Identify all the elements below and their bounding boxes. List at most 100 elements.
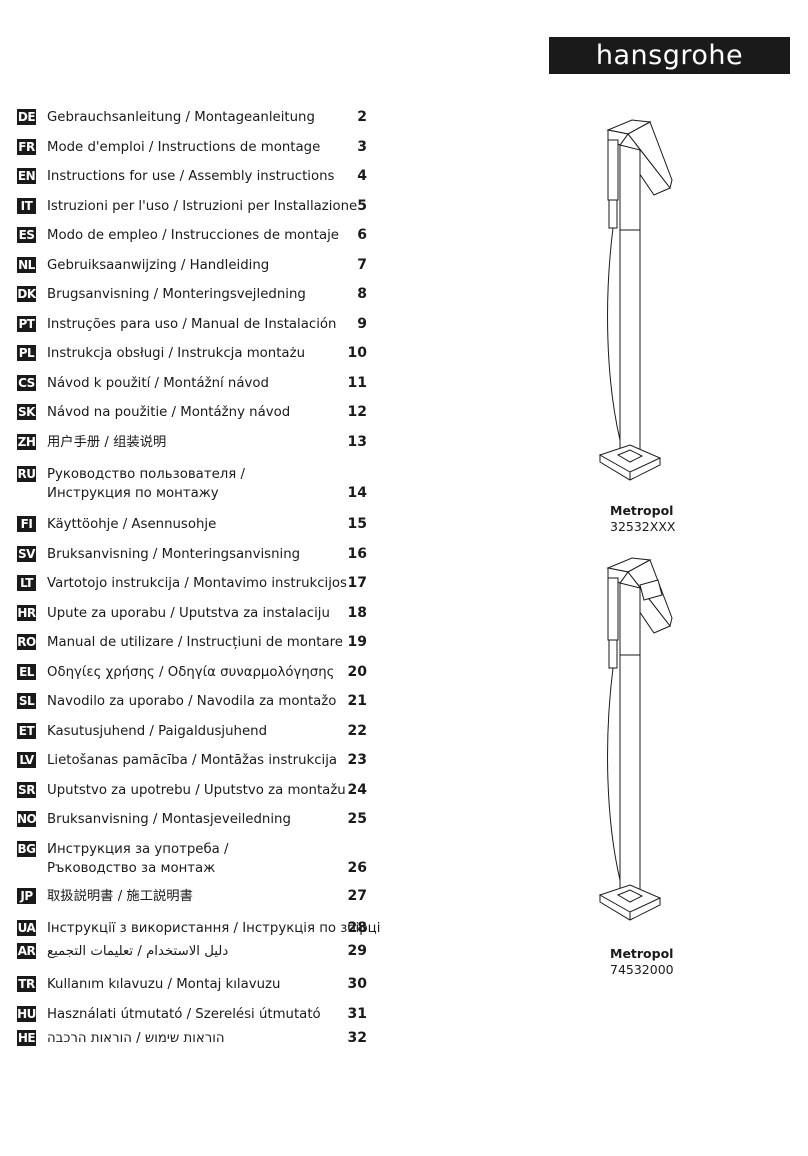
toc-title: Bruksanvisning / Montasjeveiledning [47,812,291,827]
language-code: TR [17,976,36,992]
toc-title: Руководство пользователя / Инструкция по… [47,465,337,503]
product-label: Metropol 32532XXX [610,503,675,535]
page-number: 23 [347,752,367,768]
toc-title-line1: Инструкция за употреба / [47,841,229,857]
page-number: 12 [347,404,367,420]
language-code: NL [17,256,36,273]
toc-title: Lietošanas pamācība / Montāžas instrukci… [47,753,338,768]
language-code: ZH [17,433,36,450]
toc-title: 用户手册 / 组装说明 [47,434,167,450]
language-code: DE [17,109,36,125]
page-number: 27 [347,888,367,904]
page-number: 25 [347,811,367,827]
language-code: SV [17,545,36,562]
page-number: 11 [347,374,367,391]
page-number: 14 [347,485,367,501]
page-number: 6 [357,227,367,243]
language-code: SK [17,404,36,420]
page-number: 24 [347,781,367,798]
page-number: 28 [347,920,367,936]
language-code: CS [17,374,36,391]
language-code: IT [17,197,36,214]
page-number: 29 [347,943,367,959]
toc-title: Návod k použití / Montážní návod [47,375,269,391]
page-number: 9 [357,315,367,332]
faucet-illustration [598,119,673,481]
language-code: PT [17,315,36,332]
page-number: 7 [357,256,367,273]
page-number: 18 [347,604,367,621]
language-code: PL [17,345,36,361]
page-number: 21 [347,693,367,709]
page-number: 32 [347,1030,367,1046]
language-code: UA [17,920,36,936]
product-name: Metropol [610,946,674,961]
page-number: 15 [347,516,367,532]
product-number: 74532000 [610,962,674,977]
page-number: 19 [347,634,367,650]
language-code: LV [17,752,36,768]
page-number: 10 [347,345,367,361]
toc-title-line2: Ръководство за монтаж [47,860,216,876]
page-number: 4 [357,168,367,184]
language-code: RO [17,634,36,650]
language-code: FR [17,138,36,155]
toc-title: Vartotojo instrukcija / Montavimo instru… [47,576,347,591]
language-code: HR [17,604,36,621]
toc-title: Instructions for use / Assembly instruct… [47,169,335,184]
page-number: 31 [347,1005,367,1022]
product-number: 32532XXX [610,519,676,534]
toc-title-line1: Руководство пользователя / [47,467,245,482]
language-code: AR [17,943,36,959]
page-number: 30 [347,976,367,992]
toc-title: Instrukcja obsługi / Instrukcja montażu [47,346,305,361]
language-code: EL [17,663,36,680]
faucet-illustration [598,557,673,921]
toc-title: Käyttöohje / Asennusohje [47,517,217,532]
page-number: 22 [347,722,367,739]
toc-title: Інструкції з використання / Інструкція п… [47,921,381,936]
toc-title: Istruzioni per l'uso / Istruzioni per In… [47,198,358,214]
language-code: SL [17,693,36,709]
product-name: Metropol [610,503,674,518]
page-number: 5 [357,197,367,214]
language-code: HE [17,1030,36,1046]
toc-title: Modo de empleo / Instrucciones de montaj… [47,228,339,243]
toc-title: Gebruiksaanwijzing / Handleiding [47,257,270,273]
toc-title: Uputstvo za upotrebu / Uputstvo za monta… [47,782,346,798]
page-number: 3 [357,138,367,155]
toc-title: Navodilo za uporabo / Navodila za montaž… [47,694,337,709]
language-code: BG [17,840,36,857]
toc-title: Upute za uporabu / Uputstva za instalaci… [47,605,330,621]
language-code: LT [17,575,36,591]
page-number: 26 [347,859,367,876]
toc-title: הוראות שימוש / הוראות הרכבה [47,1031,225,1046]
toc-title: Gebrauchsanleitung / Montageanleitung [47,110,315,125]
toc-title: Kasutusjuhend / Paigaldusjuhend [47,723,268,739]
page-number: 13 [347,433,367,450]
toc-title: Használati útmutató / Szerelési útmutató [47,1006,321,1022]
page-number: 20 [347,663,367,680]
language-code: ES [17,227,36,243]
toc-title-line2: Инструкция по монтажу [47,486,219,501]
toc-title: Brugsanvisning / Monteringsvejledning [47,287,306,302]
toc-title: Manual de utilizare / Instrucțiuni de mo… [47,635,343,650]
language-code: DK [17,286,36,302]
toc-title: Kullanım kılavuzu / Montaj kılavuzu [47,977,281,992]
language-code: HU [17,1005,36,1022]
language-code: FI [17,516,36,532]
language-code: JP [17,888,36,904]
toc-title: 取扱説明書 / 施工説明書 [47,889,193,904]
toc-title: Návod na použitie / Montážny návod [47,405,291,420]
product-label: Metropol 74532000 [610,946,674,978]
language-code: NO [17,811,37,827]
toc-title: Οδηγίες χρήσης / Οδηγία συναρμολόγησης [47,664,335,680]
language-code: ET [17,722,36,739]
brand-logo: hansgrohe [549,37,790,74]
page-number: 8 [357,286,367,302]
page-number: 16 [347,545,367,562]
toc-title: دليل الاستخدام / تعليمات التجميع [47,944,229,959]
toc-title: Mode d'emploi / Instructions de montage [47,139,321,155]
language-code: SR [17,781,36,798]
page-number: 17 [347,575,367,591]
